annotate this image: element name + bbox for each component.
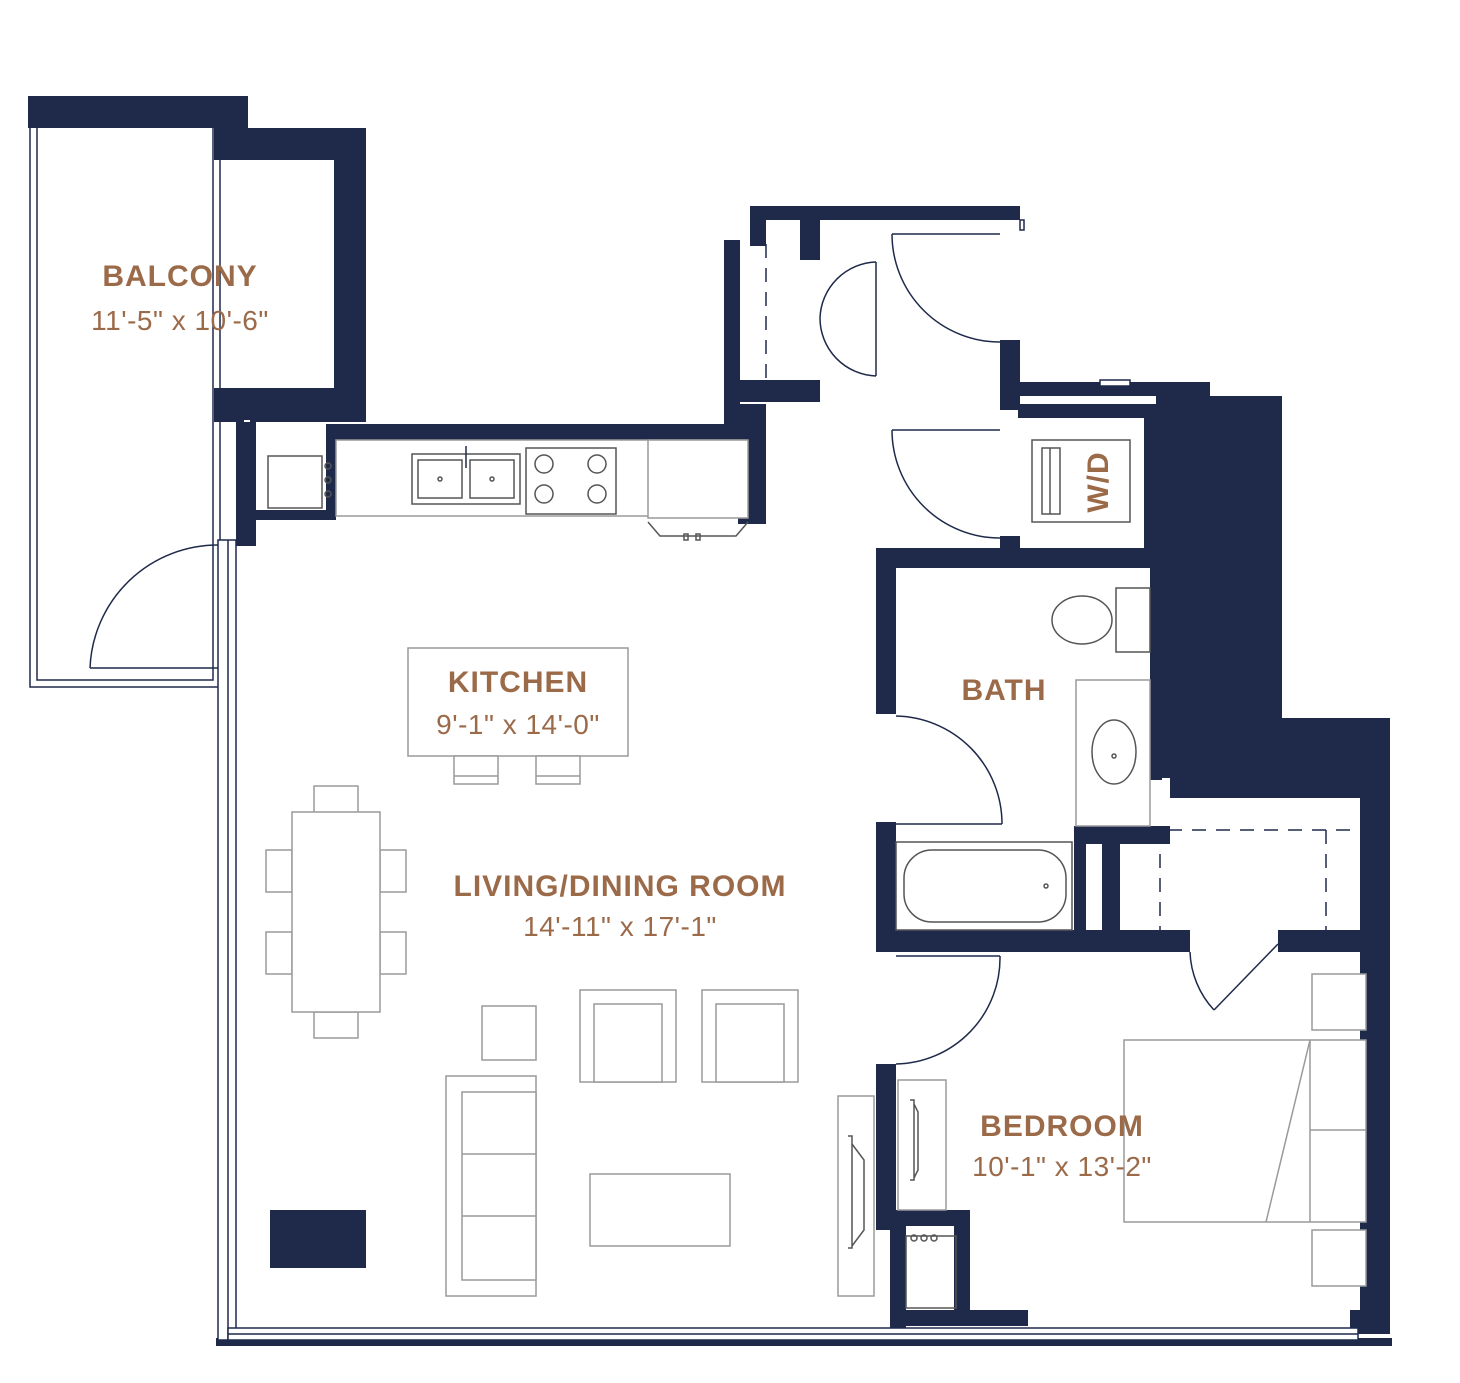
toilet-bowl xyxy=(1051,595,1113,645)
balcony xyxy=(28,96,366,688)
windows xyxy=(217,219,1359,1341)
bedroom-furniture xyxy=(897,973,1367,1309)
kitchen-label: KITCHEN xyxy=(448,666,588,699)
bathtub xyxy=(895,841,1073,931)
bedroom-label: BEDROOM xyxy=(980,1110,1144,1143)
room-labels: BALCONY 11'-5" x 10'-6" KITCHEN 9'-1" x … xyxy=(91,260,1152,1182)
washer-dryer-label: W/D xyxy=(1082,451,1115,512)
washer-dryer xyxy=(1031,439,1131,523)
exterior-walls xyxy=(216,206,1392,1346)
living-label: LIVING/DINING ROOM xyxy=(454,870,787,903)
fireplace-block xyxy=(270,1210,366,1268)
cooktop xyxy=(525,447,617,515)
coffee-table xyxy=(589,1173,731,1247)
bed xyxy=(1123,1039,1367,1223)
toilet-tank xyxy=(1115,587,1151,653)
living-dims: 14'-11" x 17'-1" xyxy=(523,911,717,942)
bath-fixtures xyxy=(895,587,1151,931)
kitchen-island xyxy=(407,647,629,785)
dining-set xyxy=(265,785,407,1039)
balcony-dims: 11'-5" x 10'-6" xyxy=(91,305,269,336)
bath-label: BATH xyxy=(961,674,1046,707)
closet-shelves xyxy=(765,244,1370,930)
laundry-closet xyxy=(1031,439,1131,523)
balcony-wall xyxy=(28,96,366,422)
bath-sink xyxy=(1091,719,1137,785)
kitchen-fixtures xyxy=(267,439,749,541)
door-swings xyxy=(89,233,1279,1065)
bedroom-dims: 10'-1" x 13'-2" xyxy=(972,1151,1152,1182)
vanity xyxy=(1075,679,1151,827)
kitchen-dims: 9'-1" x 14'-0" xyxy=(436,709,600,740)
living-furniture xyxy=(270,989,875,1297)
balcony-label: BALCONY xyxy=(102,260,257,293)
refrigerator xyxy=(647,439,749,519)
dresser xyxy=(897,1079,947,1211)
tv-console xyxy=(837,1095,875,1297)
